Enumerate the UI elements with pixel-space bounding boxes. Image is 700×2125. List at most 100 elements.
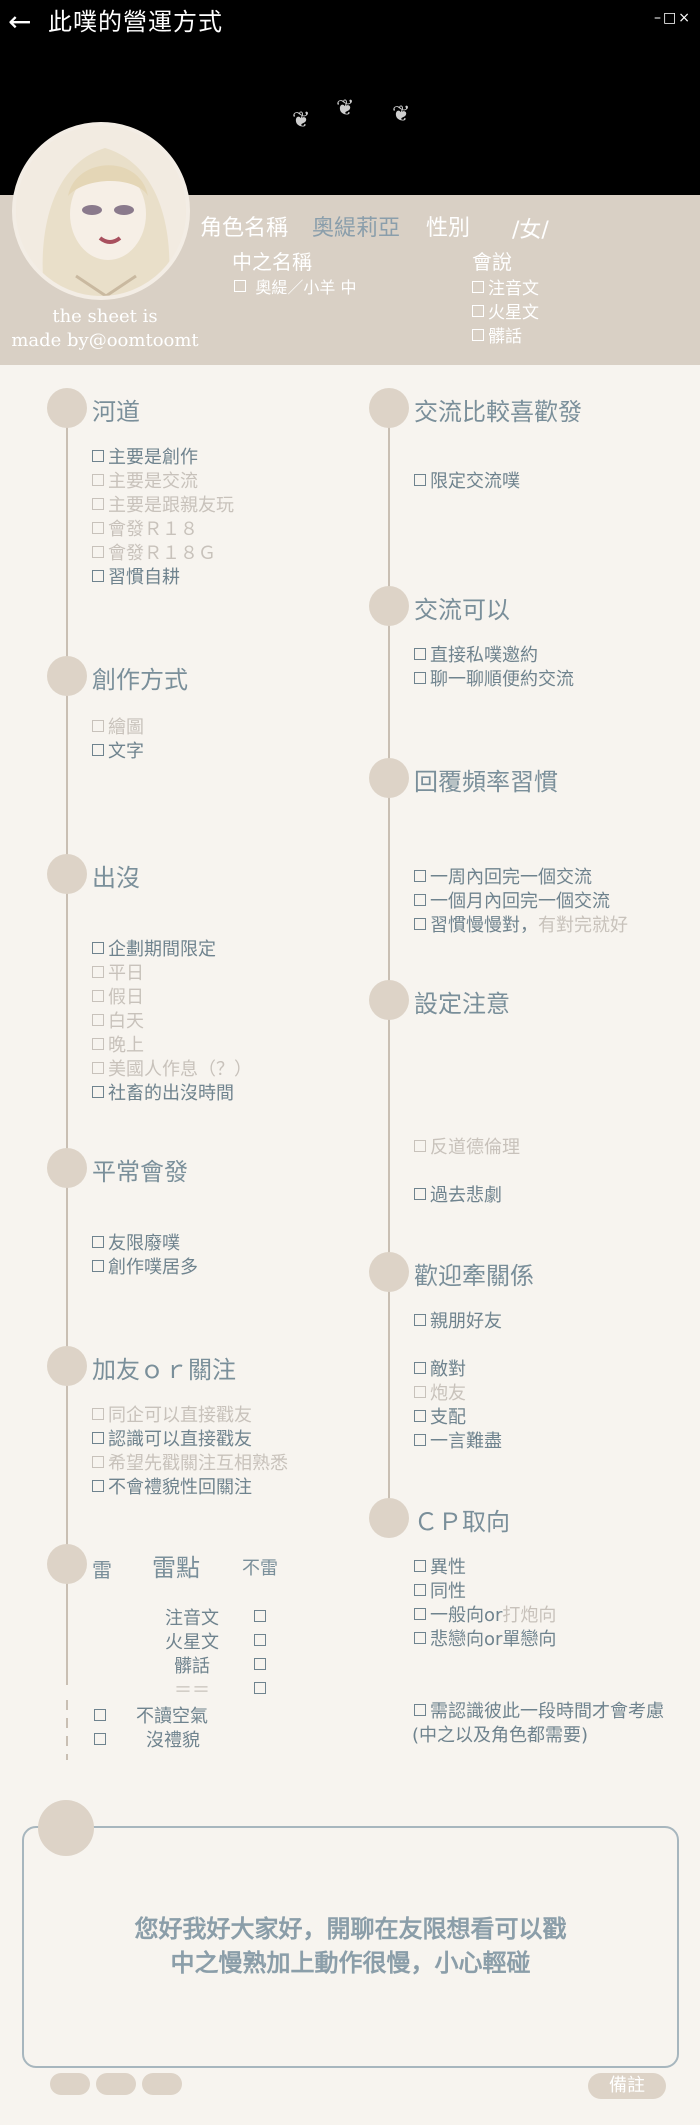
checkbox-icon[interactable] <box>254 1682 266 1694</box>
checkbox-icon[interactable] <box>92 498 104 510</box>
checkbox-icon[interactable] <box>92 1236 104 1248</box>
checkbox-icon[interactable] <box>414 1362 426 1374</box>
checkbox-icon[interactable] <box>92 1062 104 1074</box>
option-item[interactable]: 不會禮貌性回關注 <box>92 1476 252 1500</box>
checkbox-icon[interactable] <box>92 1456 104 1468</box>
checkbox-icon[interactable] <box>92 546 104 558</box>
checkbox-icon[interactable] <box>414 1314 426 1326</box>
checkbox-icon[interactable] <box>414 1188 426 1200</box>
checkbox-icon[interactable] <box>92 1480 104 1492</box>
checkbox-icon[interactable] <box>92 720 104 732</box>
option-item[interactable]: 習慣慢慢對，有對完就好 <box>414 914 628 938</box>
checkbox-icon[interactable] <box>414 918 426 930</box>
minimize-icon[interactable]: – <box>654 10 664 26</box>
checkbox-icon[interactable] <box>414 672 426 684</box>
option-item[interactable]: 白天 <box>92 1010 144 1034</box>
checkbox-icon[interactable] <box>254 1634 266 1646</box>
checkbox-icon[interactable] <box>92 1408 104 1420</box>
option-item[interactable]: 聊一聊順便約交流 <box>414 668 574 692</box>
notes-button[interactable]: 備註 <box>588 2073 666 2099</box>
not-dislike-checkbox[interactable] <box>254 1656 270 1675</box>
dislike-extra-row[interactable]: 不讀空氣 <box>94 1702 208 1728</box>
speaks-option[interactable]: 注音文 <box>472 274 539 299</box>
checkbox-icon[interactable] <box>234 280 246 292</box>
pill-tab[interactable] <box>50 2073 90 2095</box>
option-item[interactable]: 希望先戳關注互相熟悉 <box>92 1452 288 1476</box>
option-item[interactable]: 一般向or打炮向 <box>414 1604 556 1628</box>
checkbox-icon[interactable] <box>92 522 104 534</box>
checkbox-icon[interactable] <box>92 744 104 756</box>
pill-tab[interactable] <box>96 2073 136 2095</box>
checkbox-icon[interactable] <box>414 1410 426 1422</box>
option-item[interactable]: 炮友 <box>414 1382 466 1406</box>
checkbox-icon[interactable] <box>254 1658 266 1670</box>
option-item[interactable]: 同性 <box>414 1580 466 1604</box>
option-item[interactable]: 認識可以直接戳友 <box>92 1428 252 1452</box>
option-item[interactable]: 文字 <box>92 740 144 764</box>
checkbox-icon[interactable] <box>414 1386 426 1398</box>
checkbox-icon[interactable] <box>92 1014 104 1026</box>
checkbox-icon[interactable] <box>94 1709 106 1721</box>
option-item[interactable]: 習慣自耕 <box>92 566 180 590</box>
checkbox-icon[interactable] <box>414 870 426 882</box>
checkbox-icon[interactable] <box>414 1434 426 1446</box>
option-item[interactable]: 敵對 <box>414 1358 466 1382</box>
option-item[interactable]: 過去悲劇 <box>414 1184 502 1208</box>
checkbox-icon[interactable] <box>414 1704 426 1716</box>
option-item[interactable]: 晚上 <box>92 1034 144 1058</box>
checkbox-icon[interactable] <box>414 1560 426 1572</box>
checkbox-icon[interactable] <box>92 474 104 486</box>
checkbox-icon[interactable] <box>92 942 104 954</box>
checkbox-icon[interactable] <box>92 1260 104 1272</box>
checkbox-icon[interactable] <box>254 1610 266 1622</box>
option-item[interactable]: 悲戀向or單戀向 <box>414 1628 556 1652</box>
checkbox-icon[interactable] <box>472 329 484 341</box>
checkbox-icon[interactable] <box>414 1632 426 1644</box>
checkbox-icon[interactable] <box>472 305 484 317</box>
option-item[interactable]: 主要是創作 <box>92 446 198 470</box>
option-item[interactable]: 支配 <box>414 1406 466 1430</box>
option-item[interactable]: 平日 <box>92 962 144 986</box>
maximize-icon[interactable]: □ <box>663 10 679 26</box>
option-item[interactable]: 會發Ｒ１８Ｇ <box>92 542 216 566</box>
option-item[interactable]: 繪圖 <box>92 716 144 740</box>
option-item[interactable]: 主要是交流 <box>92 470 198 494</box>
option-item[interactable]: 異性 <box>414 1556 466 1580</box>
checkbox-icon[interactable] <box>94 1733 106 1745</box>
checkbox-icon[interactable] <box>414 1608 426 1620</box>
checkbox-icon[interactable] <box>92 1038 104 1050</box>
speaks-option[interactable]: 火星文 <box>472 298 539 323</box>
checkbox-icon[interactable] <box>414 474 426 486</box>
speaks-option[interactable]: 髒話 <box>472 322 522 347</box>
checkbox-icon[interactable] <box>414 648 426 660</box>
option-item[interactable]: 限定交流噗 <box>414 470 520 494</box>
option-item[interactable]: 主要是跟親友玩 <box>92 494 234 518</box>
checkbox-icon[interactable] <box>472 281 484 293</box>
checkbox-icon[interactable] <box>414 1140 426 1152</box>
option-item[interactable]: 社畜的出沒時間 <box>92 1082 234 1106</box>
checkbox-icon[interactable] <box>92 450 104 462</box>
option-item[interactable]: 一周內回完一個交流 <box>414 866 592 890</box>
not-dislike-checkbox[interactable] <box>254 1680 270 1699</box>
checkbox-icon[interactable] <box>92 990 104 1002</box>
option-item[interactable]: 同企可以直接戳友 <box>92 1404 252 1428</box>
option-item[interactable]: 親朋好友 <box>414 1310 502 1334</box>
checkbox-icon[interactable] <box>92 966 104 978</box>
option-item[interactable]: 一言難盡 <box>414 1430 502 1454</box>
dislike-extra-row[interactable]: 沒禮貌 <box>94 1726 200 1752</box>
back-arrow-icon[interactable]: ← <box>8 5 32 38</box>
checkbox-icon[interactable] <box>92 1432 104 1444</box>
option-item[interactable]: 創作噗居多 <box>92 1256 198 1280</box>
option-item[interactable]: 直接私噗邀約 <box>414 644 538 668</box>
option-item[interactable]: 友限廢噗 <box>92 1232 180 1256</box>
option-item[interactable]: 反道德倫理 <box>414 1136 520 1160</box>
close-icon[interactable]: × <box>678 10 692 26</box>
option-item[interactable]: 假日 <box>92 986 144 1010</box>
pill-tab[interactable] <box>142 2073 182 2095</box>
checkbox-icon[interactable] <box>92 1086 104 1098</box>
option-item[interactable]: 美國人作息（？） <box>92 1058 252 1082</box>
not-dislike-checkbox[interactable] <box>254 1632 270 1651</box>
option-item[interactable]: 會發Ｒ１８ <box>92 518 198 542</box>
option-item[interactable]: 一個月內回完一個交流 <box>414 890 610 914</box>
checkbox-icon[interactable] <box>92 570 104 582</box>
